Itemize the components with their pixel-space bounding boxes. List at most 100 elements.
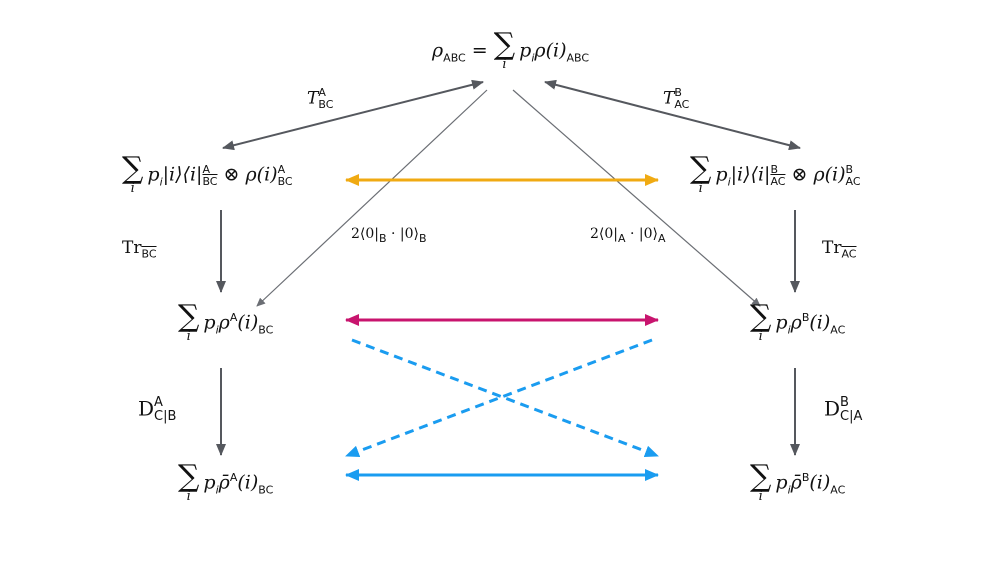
sum-index: i (130, 181, 135, 196)
prob-symbol: p (775, 311, 788, 334)
rho-subscript: BC (277, 174, 293, 188)
ket-subscript: A (657, 231, 666, 245)
bra-subscript: A (618, 231, 626, 245)
prob-symbol: p (775, 471, 788, 494)
t-symbol: T (663, 88, 675, 109)
arrow-blue-dashed-down-left (345, 338, 653, 458)
d-symbol: D (138, 396, 155, 421)
rho-subscript: ABC (443, 51, 466, 65)
bra-zero: 2⟨0| (590, 226, 618, 242)
rho-bar-symbol: ρ̄ (790, 471, 802, 494)
rho-symbol: ρ (218, 311, 230, 334)
register-subscript: AC (770, 174, 786, 188)
t-symbol: T (307, 88, 319, 109)
d-superscript: A (154, 395, 163, 410)
prob-symbol: p (715, 163, 728, 186)
arrow-top-to-left (222, 79, 484, 151)
t-superscript: A (318, 86, 326, 99)
sum-index: i (758, 329, 763, 344)
arrow-top-to-row3-right (512, 89, 761, 307)
classical-register: |i⟩⟨i| (730, 163, 771, 186)
bra-zero: 2⟨0| (351, 226, 379, 242)
bra-subscript: B (379, 231, 387, 245)
rho-i: ρ(i) (534, 39, 567, 62)
ket-zero: · |0⟩ (386, 226, 419, 242)
rho-i-subscript: ABC (566, 51, 590, 65)
rho-bar-symbol: ρ̄ (218, 471, 230, 494)
rho-superscript: A (229, 311, 238, 325)
ket-zero: · |0⟩ (625, 226, 658, 242)
rho-argument: (i) (809, 311, 831, 334)
sum-index: i (758, 489, 763, 504)
rho-argument: (i) (237, 471, 259, 494)
sum-operator: ∑i (750, 459, 772, 504)
rho-subscript: AC (845, 174, 861, 188)
label-trace-left: TrBC (122, 238, 157, 260)
rho-subscript: AC (830, 323, 846, 337)
prob-subscript: i (531, 51, 535, 65)
rho-i: ρ(i) (813, 163, 846, 186)
prob-symbol: p (203, 311, 216, 334)
register-subscript: BC (202, 174, 218, 188)
rho-symbol: ρ (790, 311, 802, 334)
rho-superscript: B (801, 471, 810, 485)
tensor-symbol: ⊗ (223, 163, 240, 186)
trace-subscript: AC (841, 247, 857, 261)
t-subscript: BC (318, 98, 334, 111)
prob-subscript: i (215, 483, 219, 497)
sum-operator: ∑i (493, 27, 516, 72)
sum-index: i (186, 329, 191, 344)
d-subscript: C|B (154, 409, 177, 424)
arrow-blue-dashed-down-right (351, 338, 659, 458)
arrow-top-to-row3-left (256, 89, 488, 307)
arrow-top-to-right (544, 79, 801, 151)
tensor-symbol: ⊗ (791, 163, 808, 186)
trace-subscript: BC (141, 247, 157, 261)
prob-subscript: i (787, 483, 791, 497)
label-trace-right: TrAC (822, 238, 856, 260)
prob-subscript: i (215, 323, 219, 337)
d-superscript: B (840, 395, 849, 410)
rho-argument: (i) (809, 471, 831, 494)
prob-subscript: i (727, 175, 731, 189)
equals-sign: = (471, 39, 488, 62)
trace-symbol: Tr (122, 238, 142, 258)
label-measurement-right: 2⟨0|A · |0⟩A (590, 226, 666, 245)
ket-subscript: B (418, 231, 427, 245)
register-superscript: A (202, 162, 210, 176)
rho-superscript: A (229, 471, 238, 485)
rho-superscript: B (845, 162, 854, 176)
sum-index: i (502, 57, 507, 72)
label-measurement-left: 2⟨0|B · |0⟩B (351, 226, 427, 245)
sum-operator: ∑i (750, 299, 772, 344)
prob-subscript: i (787, 323, 791, 337)
prob-symbol: p (147, 163, 160, 186)
sum-index: i (698, 181, 703, 196)
sum-operator: ∑i (690, 151, 712, 196)
t-subscript: AC (674, 98, 690, 111)
classical-register: |i⟩⟨i| (162, 163, 203, 186)
prob-symbol: p (519, 39, 532, 62)
register-superscript: B (770, 162, 778, 176)
rho-superscript: B (801, 311, 810, 325)
rho-argument: (i) (237, 311, 259, 334)
rho-symbol: ρ (432, 39, 444, 62)
d-subscript: C|A (840, 409, 863, 424)
t-superscript: B (674, 86, 682, 99)
d-symbol: D (824, 396, 841, 421)
rho-superscript: A (277, 162, 286, 176)
rho-subscript: BC (258, 483, 274, 497)
